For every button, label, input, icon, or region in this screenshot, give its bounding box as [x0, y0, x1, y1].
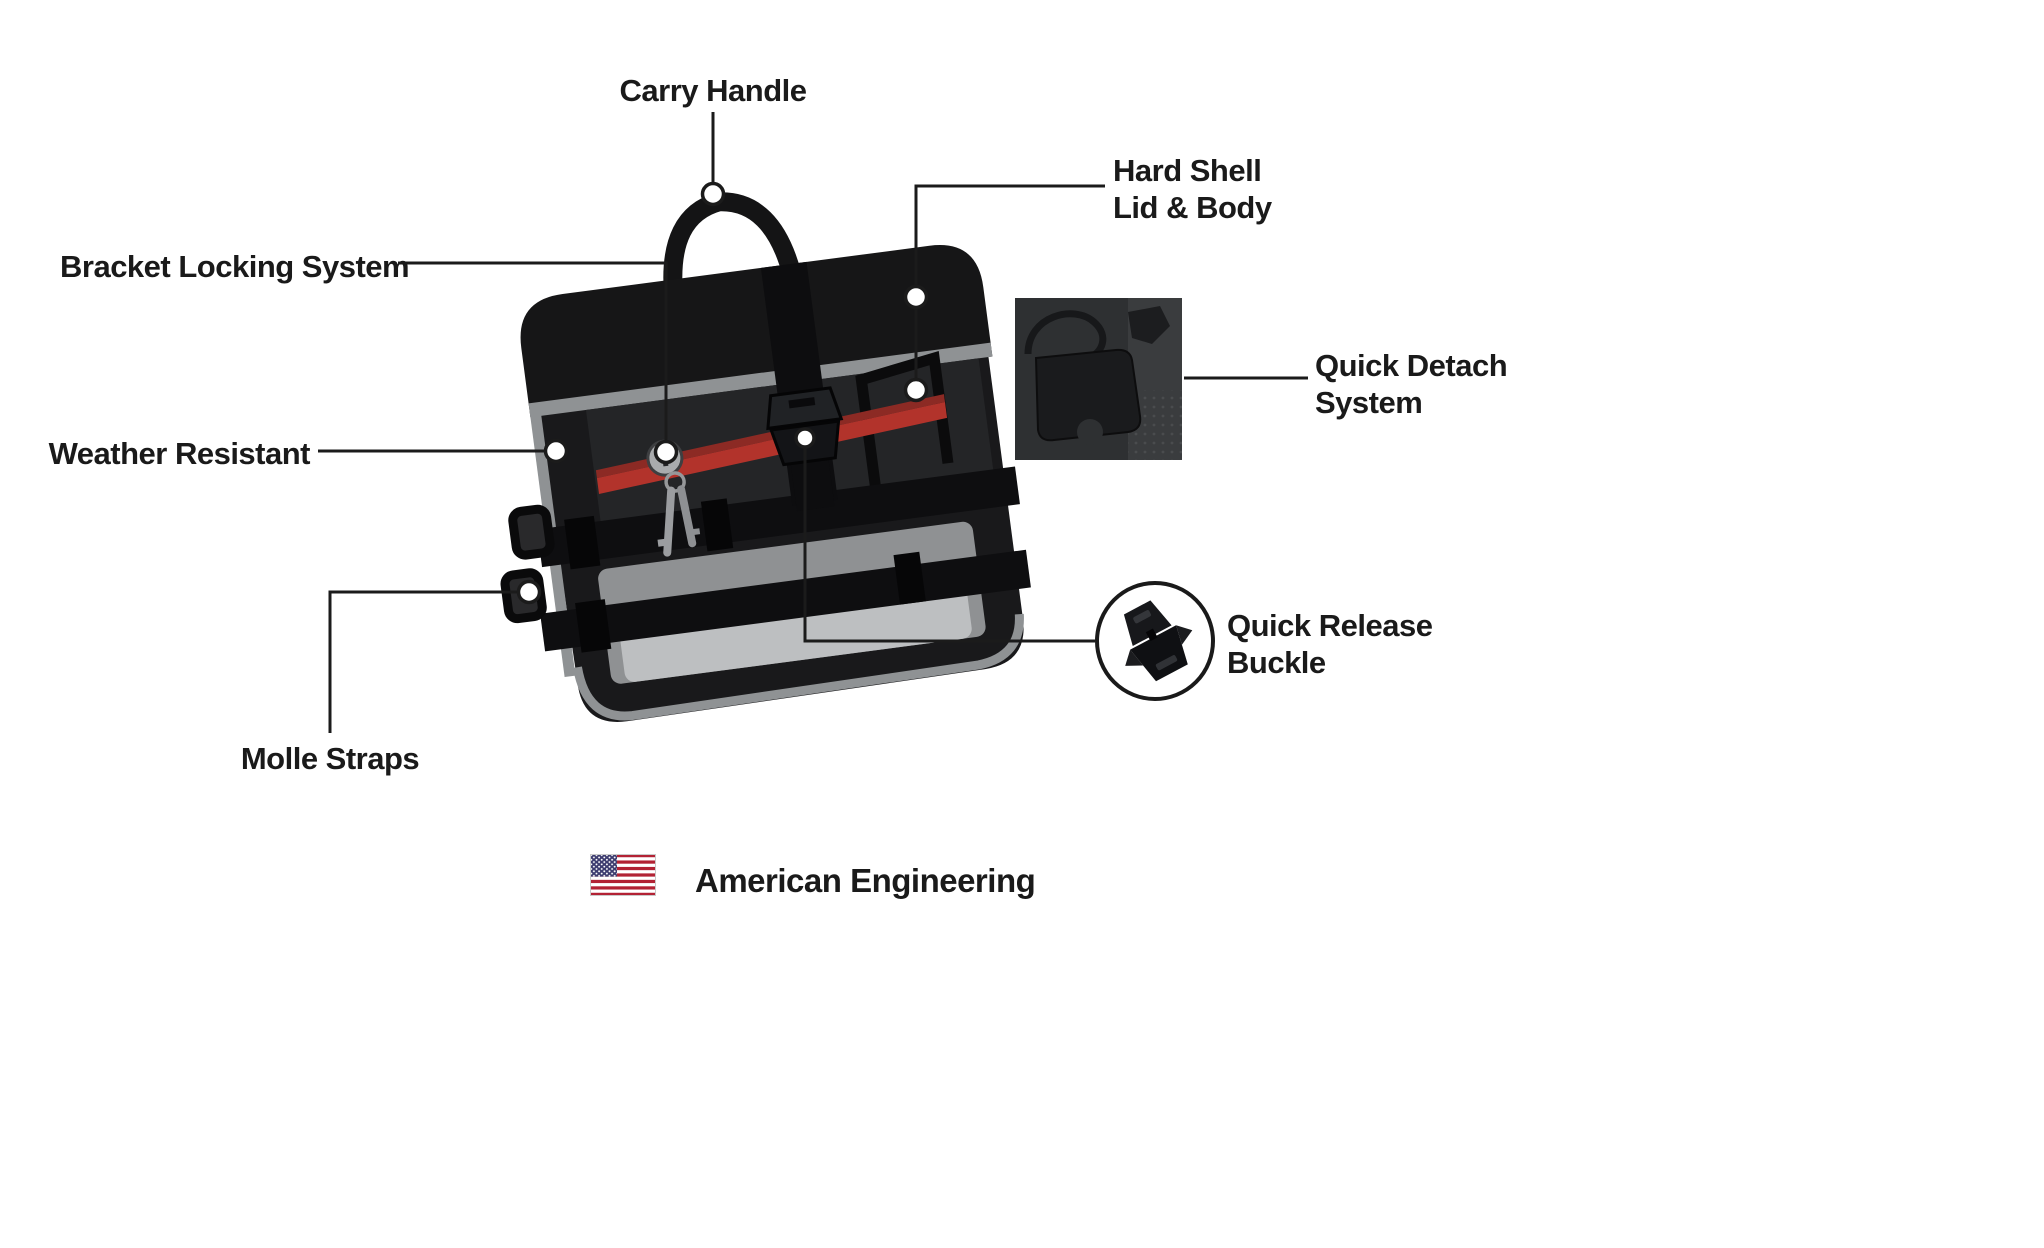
callout-point-hard-shell-body — [903, 377, 929, 403]
callout-point-hard-shell-lid — [903, 284, 929, 310]
quick-detach-label-line2: System — [1315, 385, 1423, 420]
center-strap-and-buckle — [760, 261, 844, 512]
callout-point-carry-handle — [700, 181, 726, 207]
bracket-locking-label: Bracket Locking System — [60, 249, 410, 284]
detach-cable — [1024, 310, 1107, 362]
quick-release-buckle-icon — [1123, 600, 1193, 682]
callout-point-molle-straps — [516, 579, 542, 605]
callout-point-bracket-locking — [653, 439, 679, 465]
quick-release-label-line1: Quick Release — [1227, 608, 1433, 643]
weather-resistant-label: Weather Resistant — [48, 436, 311, 471]
carry-handle-label: Carry Handle — [619, 73, 807, 108]
molle-strap-loop-upper — [508, 504, 555, 560]
us-flag-icon — [590, 854, 656, 901]
hard-shell-label-line1: Hard Shell — [1113, 153, 1262, 188]
quick-detach-bracket-icon — [1034, 348, 1142, 442]
quick-detach-label: Quick Detach System — [1315, 347, 1508, 421]
quick-release-label: Quick Release Buckle — [1227, 607, 1433, 681]
molle-straps-label: Molle Straps — [240, 741, 420, 776]
red-trim — [596, 402, 948, 495]
bottom-trim — [573, 613, 1024, 721]
callout-points — [516, 181, 929, 605]
quick-release-inset — [1095, 581, 1215, 701]
callout-line-hard-shell — [914, 184, 1105, 384]
detach-lever — [1128, 306, 1170, 344]
lower-strap — [540, 549, 1031, 653]
hard-shell-label-line2: Lid & Body — [1113, 190, 1272, 225]
callout-line-molle-straps — [328, 590, 518, 733]
quick-detach-inset — [1015, 298, 1182, 460]
quick-detach-label-line1: Quick Detach — [1315, 348, 1508, 383]
callout-point-weather-resistant — [543, 438, 569, 464]
callout-point-quick-release — [794, 427, 816, 449]
lid-trim — [528, 342, 993, 418]
callout-lines — [318, 112, 1308, 733]
callout-line-quick-release — [803, 447, 1095, 643]
quick-release-label-line2: Buckle — [1227, 645, 1326, 680]
hard-shell-lid — [520, 245, 993, 418]
hard-shell-label: Hard Shell Lid & Body — [1113, 152, 1272, 226]
saddlebag-illustration — [500, 192, 1031, 722]
callout-line-bracket-locking — [398, 261, 668, 442]
footer-tagline: American Engineering — [695, 862, 1036, 899]
